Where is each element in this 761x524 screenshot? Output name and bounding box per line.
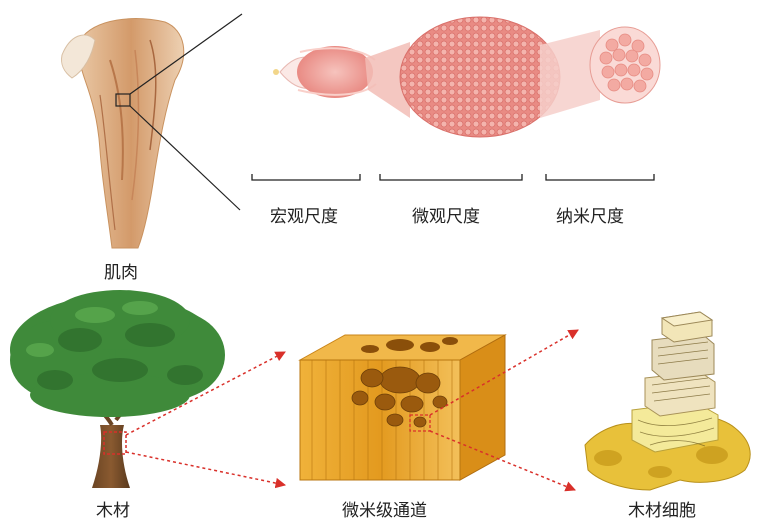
muscle-arm-illustration [61,19,183,248]
arrow-tree-to-block-lower [126,452,285,485]
wood-channel-block [300,335,505,480]
wood-cell-illustration [585,312,750,490]
muscle-label: 肌肉 [104,258,138,283]
wood-label: 木材 [96,496,130,521]
scale-brackets [252,174,654,180]
cell-label: 木材细胞 [628,496,696,521]
scale-label-micro: 微观尺度 [412,202,480,227]
channel-label: 微米级通道 [342,496,427,521]
scale-label-nano: 纳米尺度 [556,202,624,227]
scale-label-macro: 宏观尺度 [270,202,338,227]
muscle-fibre-hierarchy [273,17,660,137]
tree-illustration [10,290,225,488]
